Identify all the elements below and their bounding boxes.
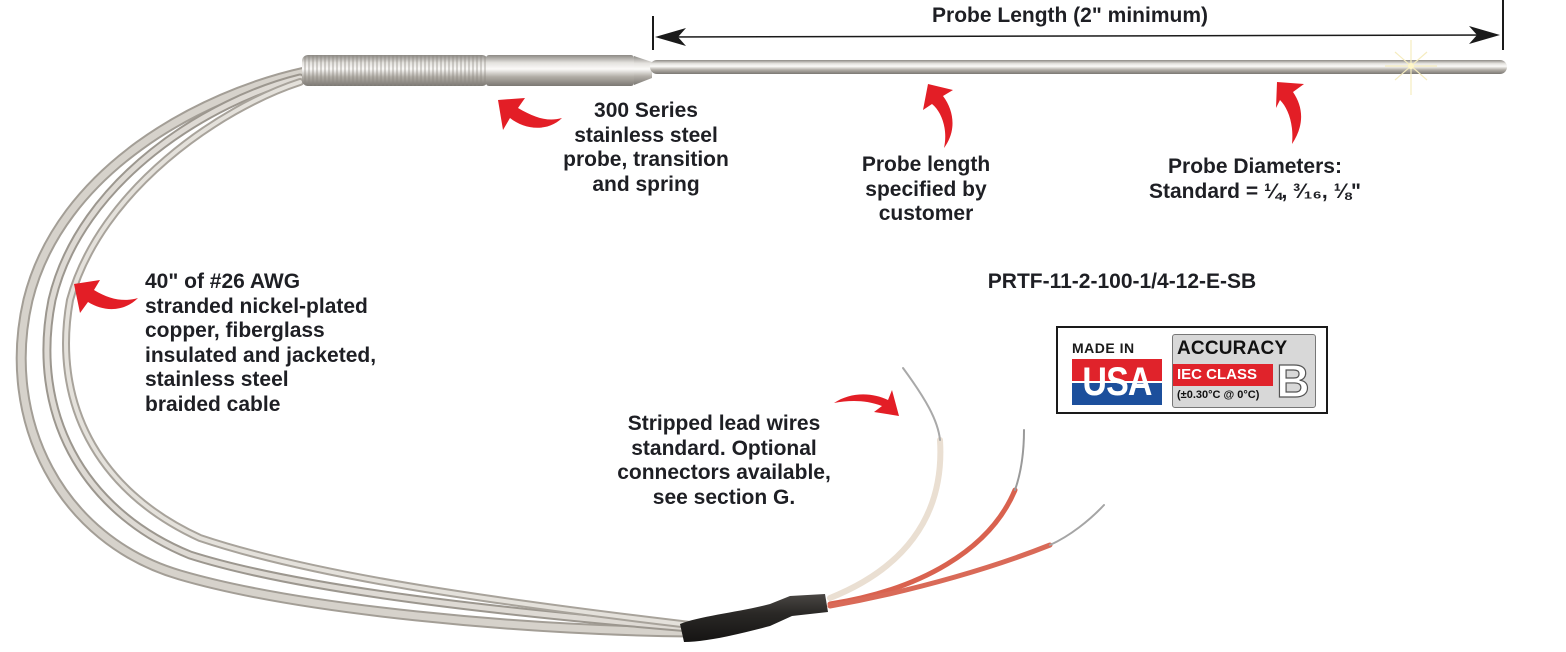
- callout-probe-material: 300 Series stainless steel probe, transi…: [536, 99, 756, 197]
- tolerance-label: (±0.30°C @ 0°C): [1177, 389, 1260, 401]
- accuracy-class-box: ACCURACY IEC CLASS B (±0.30°C @ 0°C): [1172, 334, 1316, 408]
- callout-line: stainless steel: [574, 123, 718, 147]
- callout-line: probe, transition: [563, 148, 729, 171]
- callout-probe-length: Probe length specified by customer: [826, 153, 1026, 227]
- sparkle-highlight: [1385, 40, 1437, 95]
- dimension-arrow-left: [655, 28, 686, 46]
- class-letter: B: [1276, 355, 1310, 407]
- iec-class-bar: IEC CLASS: [1173, 364, 1273, 386]
- probe-length-dimension: [652, 0, 1504, 50]
- callout-line: braided cable: [145, 392, 281, 416]
- callout-line: Probe Diameters:: [1168, 155, 1342, 178]
- lead-wire-red-1-tip: [1014, 429, 1025, 491]
- callout-cable: 40" of #26 AWG stranded nickel-plated co…: [145, 270, 425, 417]
- callout-lead-wires: Stripped lead wires standard. Optional c…: [594, 412, 854, 510]
- iec-class-label: IEC CLASS: [1177, 366, 1258, 383]
- callout-line: standard. Optional: [631, 436, 817, 460]
- heat-shrink-sleeve: [680, 594, 828, 642]
- callout-line: Probe length: [861, 153, 991, 176]
- part-number: PRTF-11-2-100-1/4-12-E-SB: [987, 270, 1257, 293]
- arrow-icon-probe-diameters: [1276, 82, 1304, 144]
- lead-wires: [827, 367, 1105, 609]
- made-in-usa-accuracy-badge: MADE IN USA ACCURACY IEC CLASS B (±0.30°…: [1056, 326, 1328, 414]
- made-in-label: MADE IN: [1072, 340, 1135, 356]
- callout-line: Stripped lead wires: [627, 412, 821, 435]
- callout-line: stranded nickel-plated: [145, 294, 368, 318]
- callout-line: connectors available,: [617, 461, 831, 484]
- callout-line: insulated and jacketed,: [145, 343, 377, 367]
- lead-wire-white: [827, 437, 944, 601]
- callout-line: 300 Series: [594, 99, 698, 122]
- callout-probe-diameters: Probe Diameters: Standard = ¼, ³⁄₁₆, ⅛": [1130, 155, 1380, 204]
- callout-line: copper, fiberglass: [145, 319, 325, 342]
- lead-wire-red-2-tip: [1049, 504, 1105, 546]
- accuracy-label: ACCURACY: [1177, 338, 1288, 359]
- callout-line: customer: [878, 202, 974, 225]
- callout-line: 40" of #26 AWG: [145, 270, 301, 293]
- arrow-icon-probe-length: [923, 84, 953, 148]
- dimension-arrow-right: [1469, 26, 1500, 44]
- threaded-fitting: [302, 55, 488, 86]
- probe-sheath: [650, 60, 1507, 74]
- braided-cable: [15, 66, 696, 638]
- probe-length-label: Probe Length (2" minimum): [932, 4, 1208, 27]
- callout-line: Standard = ¼, ³⁄₁₆, ⅛": [1149, 179, 1361, 203]
- callout-line: stainless steel: [145, 368, 289, 391]
- transition-sleeve: [486, 55, 652, 86]
- usa-label: USA: [1082, 360, 1152, 404]
- arrow-icon-lead-wires: [834, 390, 899, 416]
- callout-line: specified by: [865, 177, 987, 201]
- lead-wire-red-2: [827, 542, 1053, 609]
- callout-line: see section G.: [652, 485, 796, 509]
- usa-flag-icon: USA: [1072, 359, 1162, 405]
- callout-arrows: [74, 82, 1304, 416]
- arrow-icon-probe-material: [498, 98, 562, 130]
- lead-wire-white-tip: [902, 367, 941, 441]
- callout-line: and spring: [592, 172, 700, 196]
- arrow-icon-cable: [74, 280, 138, 313]
